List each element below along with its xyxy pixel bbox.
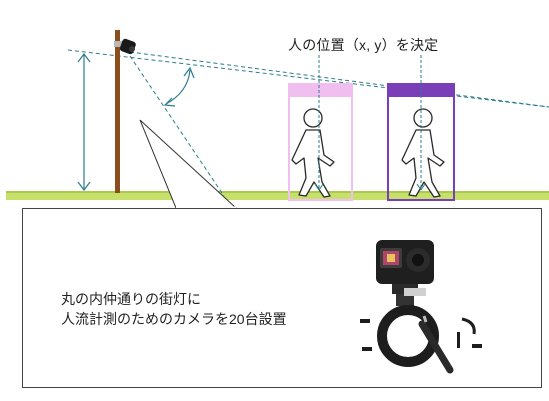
position-caption: 人の位置（x, y）を決定	[288, 37, 439, 53]
walking-person-icon	[291, 108, 335, 198]
callout-line-1: 丸の内仲通りの街灯に	[61, 291, 201, 307]
camera-icon	[119, 38, 136, 55]
camera-view-lines	[67, 49, 549, 197]
position-marker-arrows	[314, 183, 426, 191]
callout-text: 丸の内仲通りの街灯に 人流計測のためのカメラを20台設置	[61, 289, 287, 329]
callout-box	[22, 208, 542, 388]
position-markers	[318, 55, 422, 190]
person-detection-box-1	[288, 83, 353, 201]
pole-height-arrow	[77, 53, 91, 191]
callout-line-2: 人流計測のためのカメラを20台設置	[61, 311, 287, 327]
ground	[6, 191, 549, 200]
walking-person-icon	[401, 108, 445, 198]
camera-angle-arc	[163, 66, 195, 107]
action-camera-mount-photo	[360, 240, 482, 374]
street-lamp-pole-icon	[114, 30, 128, 193]
